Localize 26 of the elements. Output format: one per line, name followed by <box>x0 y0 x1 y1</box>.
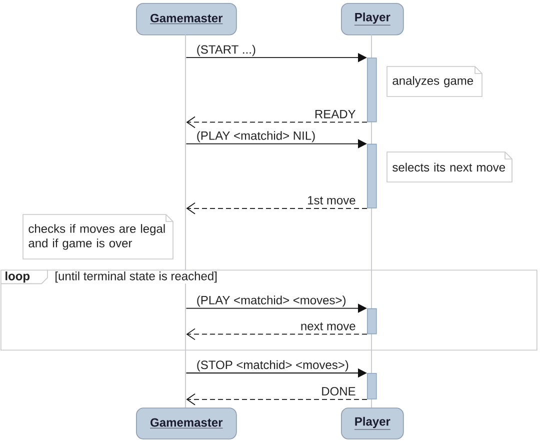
participant-box: Gamemaster <box>136 3 237 36</box>
note: analyzes game <box>386 66 482 97</box>
message-label: (START ...) <box>197 44 256 56</box>
message-label: next move <box>301 322 356 330</box>
dashed-arrow <box>186 202 368 214</box>
lifeline <box>185 34 186 408</box>
message-label: DONE <box>322 387 356 396</box>
message-label: (PLAY <matchid> NIL) <box>197 131 315 142</box>
activation-bar <box>367 58 377 122</box>
participant-box: Player <box>341 3 404 36</box>
message-label: READY <box>315 110 356 118</box>
participant-box: Player <box>341 408 404 440</box>
dashed-arrow <box>186 116 368 128</box>
message-label: (STOP <matchid> <moves>) <box>197 360 348 372</box>
activation-bar <box>367 308 377 334</box>
participant-box: Gamemaster <box>136 408 237 440</box>
dashed-arrow <box>186 393 368 406</box>
activation-bar <box>367 373 377 400</box>
dashed-arrow <box>186 328 368 340</box>
note: checks if moves are legal and if game is over <box>22 214 174 260</box>
guard-condition: [until terminal state is reached] <box>54 270 218 284</box>
note: selects its next move <box>386 152 512 182</box>
message-label: (PLAY <matchid> <moves>) <box>197 296 346 307</box>
message-label: 1st move <box>308 196 356 205</box>
fragment-tab: loop <box>0 269 48 284</box>
activation-bar <box>367 144 377 208</box>
